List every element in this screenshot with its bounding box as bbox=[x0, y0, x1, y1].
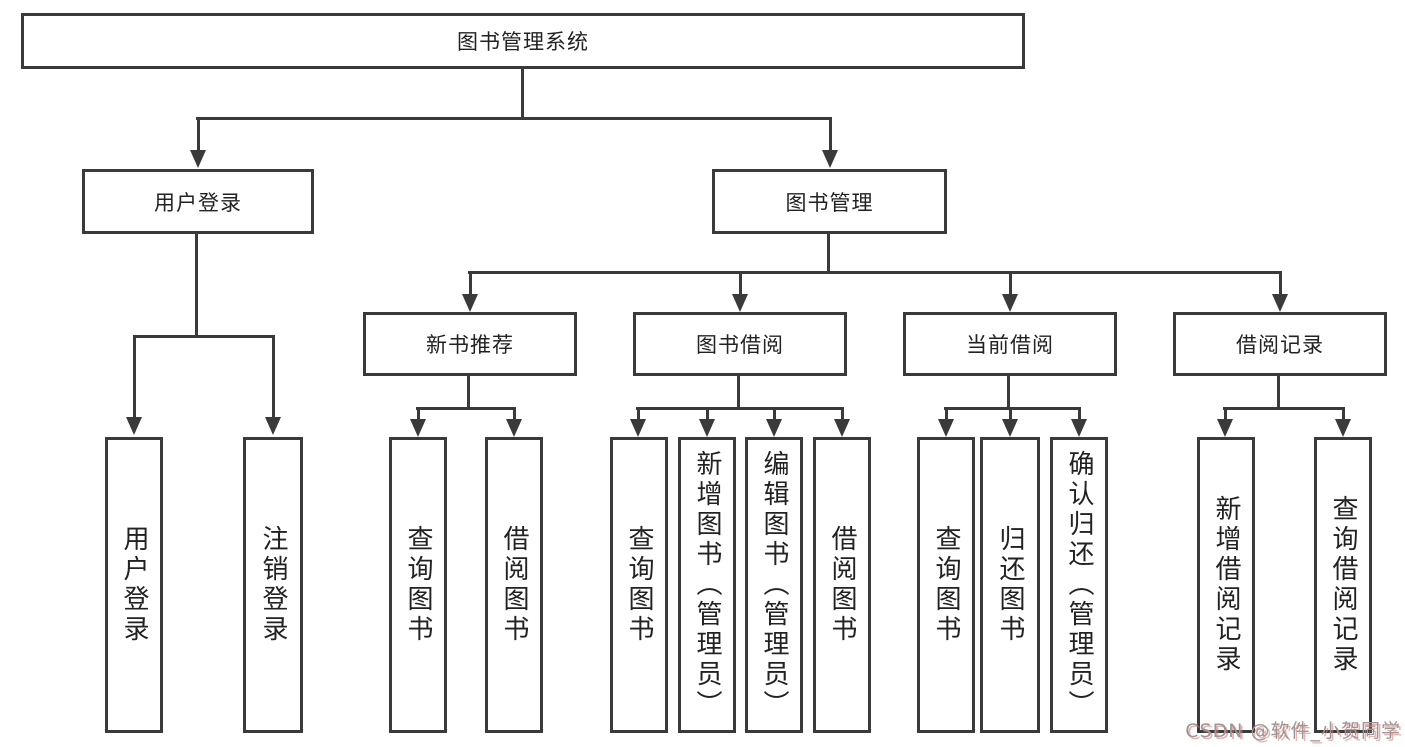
connector-borrowing-stem bbox=[737, 375, 740, 408]
leaf-label: 借阅图书 bbox=[499, 525, 529, 645]
leaf-logout: 注销登录 bbox=[243, 437, 303, 733]
connector-records-rail bbox=[1223, 407, 1345, 410]
leaf-label: 新增图书（管理员） bbox=[692, 450, 722, 720]
leaf-query-books-current: 查询图书 bbox=[917, 437, 975, 733]
node-label: 图书借阅 bbox=[696, 333, 784, 357]
leaf-borrow-books-borrowing: 借阅图书 bbox=[813, 437, 871, 733]
arrow-down-icon bbox=[699, 407, 715, 437]
leaf-label: 确认归还（管理员） bbox=[1064, 450, 1094, 720]
leaf-query-books-recommend: 查询图书 bbox=[389, 437, 447, 733]
connector-root-stem bbox=[521, 69, 524, 118]
arrow-down-icon bbox=[1217, 407, 1233, 437]
arrow-down-icon bbox=[410, 407, 426, 437]
leaf-label: 归还图书 bbox=[995, 525, 1025, 645]
connector-user-login-stem bbox=[195, 233, 198, 336]
node-borrowing-records: 借阅记录 bbox=[1173, 312, 1387, 376]
node-label: 图书管理系统 bbox=[457, 30, 589, 54]
connector-user-login-rail bbox=[133, 335, 275, 338]
node-label: 用户登录 bbox=[154, 190, 242, 215]
arrow-down-icon bbox=[462, 271, 478, 312]
arrow-down-icon bbox=[1002, 271, 1018, 312]
leaf-add-books-admin: 新增图书（管理员） bbox=[678, 437, 736, 733]
node-book-borrowing: 图书借阅 bbox=[633, 312, 847, 376]
leaf-label: 注销登录 bbox=[258, 525, 288, 645]
connector-level2-rail bbox=[196, 117, 832, 120]
node-label: 图书管理 bbox=[785, 190, 874, 215]
leaf-confirm-return-admin: 确认归还（管理员） bbox=[1050, 437, 1108, 733]
arrow-down-icon bbox=[938, 407, 954, 437]
arrow-down-icon bbox=[190, 117, 206, 168]
arrow-down-icon bbox=[630, 407, 646, 437]
arrow-down-icon bbox=[265, 335, 281, 435]
leaf-query-books-borrowing: 查询图书 bbox=[610, 437, 668, 733]
connector-book-mgmt-stem bbox=[827, 233, 830, 272]
node-new-book-recommendation: 新书推荐 bbox=[363, 312, 577, 376]
leaf-user-login: 用户登录 bbox=[105, 437, 163, 733]
arrow-down-icon bbox=[1071, 407, 1087, 437]
arrow-down-icon bbox=[732, 271, 748, 312]
arrow-down-icon bbox=[834, 407, 850, 437]
leaf-label: 用户登录 bbox=[119, 525, 149, 645]
leaf-edit-books-admin: 编辑图书（管理员） bbox=[745, 437, 803, 733]
node-label: 借阅记录 bbox=[1236, 333, 1324, 357]
arrow-down-icon bbox=[1335, 407, 1351, 437]
node-label: 新书推荐 bbox=[426, 333, 514, 357]
arrow-down-icon bbox=[1272, 271, 1288, 312]
leaf-borrow-books-recommend: 借阅图书 bbox=[485, 437, 543, 733]
node-user-login: 用户登录 bbox=[82, 169, 314, 234]
node-book-management: 图书管理 bbox=[712, 169, 947, 234]
connector-records-stem bbox=[1277, 375, 1280, 408]
leaf-label: 编辑图书（管理员） bbox=[759, 450, 789, 720]
arrow-down-icon bbox=[766, 407, 782, 437]
leaf-return-books: 归还图书 bbox=[980, 437, 1040, 733]
leaf-query-borrow-record: 查询借阅记录 bbox=[1314, 437, 1372, 733]
leaf-label: 新增借阅记录 bbox=[1211, 495, 1241, 675]
leaf-label: 查询图书 bbox=[624, 525, 654, 645]
leaf-label: 查询图书 bbox=[931, 525, 961, 645]
node-label: 当前借阅 bbox=[966, 333, 1054, 357]
connector-borrowing-rail bbox=[636, 407, 844, 410]
arrow-down-icon bbox=[126, 335, 142, 435]
arrow-down-icon bbox=[1002, 407, 1018, 437]
connector-recommend-rail bbox=[416, 407, 516, 410]
leaf-label: 查询借阅记录 bbox=[1328, 495, 1358, 675]
node-current-borrowing: 当前借阅 bbox=[903, 312, 1117, 376]
csdn-watermark: CSDN @软件_小贺同学 bbox=[1185, 720, 1401, 742]
connector-recommend-stem bbox=[467, 375, 470, 408]
leaf-label: 查询图书 bbox=[403, 525, 433, 645]
leaf-add-borrow-record: 新增借阅记录 bbox=[1197, 437, 1255, 733]
arrow-down-icon bbox=[822, 117, 838, 168]
connector-current-stem bbox=[1007, 375, 1010, 408]
connector-level3-rail bbox=[468, 271, 1282, 274]
arrow-down-icon bbox=[506, 407, 522, 437]
node-library-management-system: 图书管理系统 bbox=[21, 13, 1025, 69]
leaf-label: 借阅图书 bbox=[827, 525, 857, 645]
connector-current-rail bbox=[944, 407, 1081, 410]
